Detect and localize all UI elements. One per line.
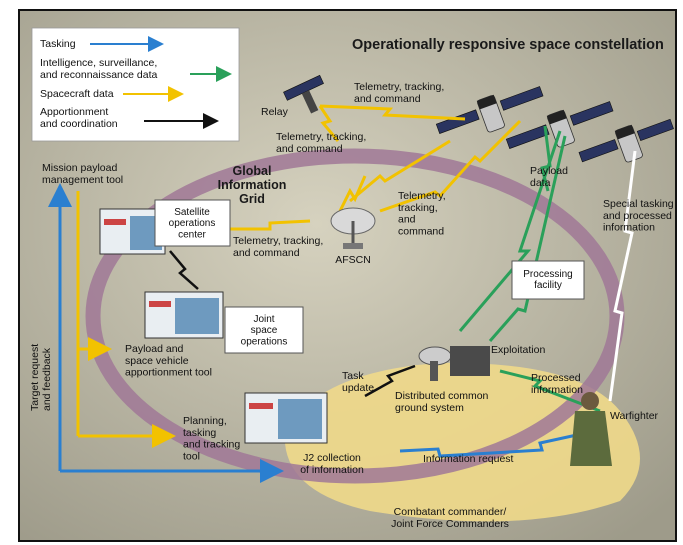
afscn-antenna-icon — [330, 207, 376, 249]
tasking-links — [48, 183, 596, 483]
relay-label: Relay — [261, 106, 289, 118]
satellite-1-icon — [435, 86, 544, 134]
legend: Tasking Intelligence, surveillance,and r… — [31, 27, 240, 142]
legend-item-tasking: Tasking — [40, 36, 164, 52]
relay-satellite-icon — [283, 74, 324, 114]
diagram-canvas: Operationally responsive space constella… — [20, 11, 675, 540]
isr-data-links — [458, 125, 601, 413]
ttc-top-label: Telemetry, tracking,and command — [354, 81, 444, 105]
information-request-label: Information request — [423, 453, 514, 465]
satellite-2-icon — [505, 101, 614, 149]
ttc-left-label: Telemetry, tracking,and command — [233, 235, 323, 259]
warfighter-figure-icon — [570, 392, 612, 466]
diagram-title: Operationally responsive space constella… — [352, 37, 664, 53]
warfighter-label: Warfighter — [610, 410, 659, 422]
target-request-label-wrap: Target requestand feedback — [29, 344, 53, 411]
apportionment-links — [169, 250, 416, 398]
afscn-label: AFSCN — [335, 254, 371, 266]
legend-label-tasking: Tasking — [40, 38, 76, 50]
diagram-frame: Operationally responsive space constella… — [18, 9, 677, 542]
dcgs-equipment-icon — [418, 346, 490, 381]
target-request-label: Target requestand feedback — [29, 344, 53, 411]
legend-item-spacecraft-data: Spacecraft data — [40, 86, 184, 102]
planning-screen — [244, 392, 328, 444]
tool-links — [76, 191, 176, 448]
exploitation-label: Exploitation — [491, 344, 545, 356]
legend-item-isr: Intelligence, surveillance,and reconnais… — [40, 57, 232, 82]
special-tasking-link — [608, 150, 637, 402]
joint-space-operations-screen — [144, 291, 224, 339]
spacecraft-data-links — [210, 104, 522, 231]
ttc-mid-label: Telemetry, tracking,and command — [276, 131, 366, 155]
legend-label-isr: Intelligence, surveillance,and reconnais… — [40, 57, 157, 81]
commanders-label: Combatant commander/Joint Force Commande… — [391, 506, 509, 530]
global-information-grid-ring — [85, 148, 625, 484]
legend-label-spacecraft-data: Spacecraft data — [40, 88, 114, 100]
